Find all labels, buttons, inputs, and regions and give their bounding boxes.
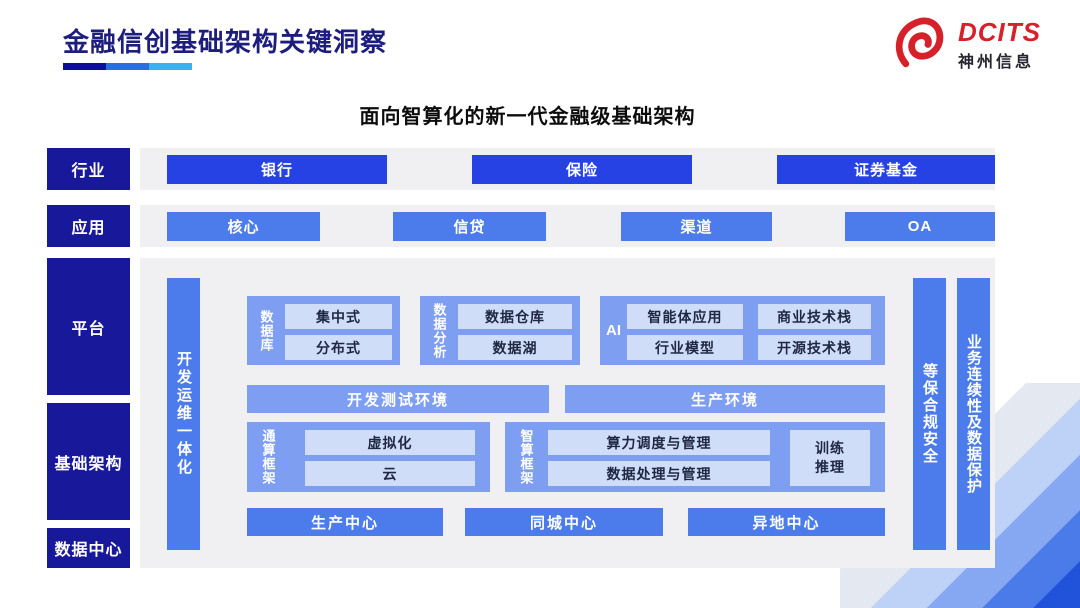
logo-swirl-icon	[895, 17, 944, 68]
dcits-logo: DCITS 神州信息	[890, 16, 1041, 74]
continuity-bar: 业务连续性及数据保护	[957, 278, 990, 550]
application-item-credit: 信贷	[393, 212, 546, 241]
database-group-label: 数据库	[258, 309, 274, 352]
application-item-oa: OA	[845, 212, 995, 241]
env-production-bar: 生产环境	[565, 385, 885, 413]
intelligent-compute-item-dataprocessing: 数据处理与管理	[548, 461, 770, 486]
title-underline	[63, 63, 192, 70]
rail-label-platform: 平台	[47, 258, 130, 395]
intelligent-compute-item-training-inference: 训练 推理	[790, 430, 870, 486]
general-compute-item-cloud: 云	[305, 461, 475, 486]
database-item-distributed: 分布式	[285, 335, 392, 360]
analytics-item-warehouse: 数据仓库	[458, 304, 572, 329]
logo-text: DCITS 神州信息	[958, 19, 1041, 72]
logo-brand: DCITS	[958, 16, 1041, 47]
ai-item-opensource-stack: 开源技术栈	[758, 335, 871, 360]
general-compute-group: 通算框架 虚拟化 云	[247, 422, 490, 492]
datacenter-samecity: 同城中心	[465, 508, 663, 536]
analytics-group-label: 数据分析	[431, 302, 447, 359]
underline-segment	[149, 63, 192, 70]
logo-company: 神州信息	[958, 53, 1035, 71]
underline-segment	[106, 63, 149, 70]
industry-item-securities: 证券基金	[777, 155, 995, 184]
platform-panel: 开发运维一体化 数据库 集中式 分布式 数据分析 数据仓库 数据湖 AI 智能体…	[140, 258, 995, 568]
ai-group: AI 智能体应用 商业技术栈 行业模型 开源技术栈	[600, 296, 885, 365]
rail-label-infrastructure: 基础架构	[47, 403, 130, 520]
rail-label-datacenter: 数据中心	[47, 528, 130, 568]
application-row-strip: 核心 信贷 渠道 OA	[140, 205, 995, 247]
page-title: 金融信创基础架构关键洞察	[63, 27, 388, 57]
datacenter-remote: 异地中心	[688, 508, 885, 536]
intelligent-compute-item-scheduling: 算力调度与管理	[548, 430, 770, 455]
ai-item-industry-models: 行业模型	[627, 335, 743, 360]
application-item-core: 核心	[167, 212, 320, 241]
rail-label-industry: 行业	[47, 148, 130, 190]
general-compute-label: 通算框架	[260, 429, 276, 485]
industry-item-bank: 银行	[167, 155, 387, 184]
ai-item-commercial-stack: 商业技术栈	[758, 304, 871, 329]
devops-bar: 开发运维一体化	[167, 278, 200, 550]
database-item-centralized: 集中式	[285, 304, 392, 329]
diagram-subtitle: 面向智算化的新一代金融级基础架构	[359, 106, 696, 128]
intelligent-compute-label: 智算框架	[518, 429, 534, 485]
analytics-group: 数据分析 数据仓库 数据湖	[420, 296, 580, 365]
ai-item-agent-apps: 智能体应用	[627, 304, 743, 329]
analytics-item-lake: 数据湖	[458, 335, 572, 360]
general-compute-item-virtualization: 虚拟化	[305, 430, 475, 455]
database-group: 数据库 集中式 分布式	[247, 296, 400, 365]
industry-item-insurance: 保险	[472, 155, 692, 184]
ai-group-label: AI	[606, 322, 621, 339]
application-item-channel: 渠道	[621, 212, 772, 241]
datacenter-production: 生产中心	[247, 508, 443, 536]
rail-label-application: 应用	[47, 205, 130, 247]
underline-segment	[63, 63, 106, 70]
env-devtest-bar: 开发测试环境	[247, 385, 549, 413]
industry-row-strip: 银行 保险 证券基金	[140, 148, 995, 190]
security-bar: 等保合规安全	[913, 278, 946, 550]
intelligent-compute-group: 智算框架 算力调度与管理 数据处理与管理 训练 推理	[505, 422, 885, 492]
